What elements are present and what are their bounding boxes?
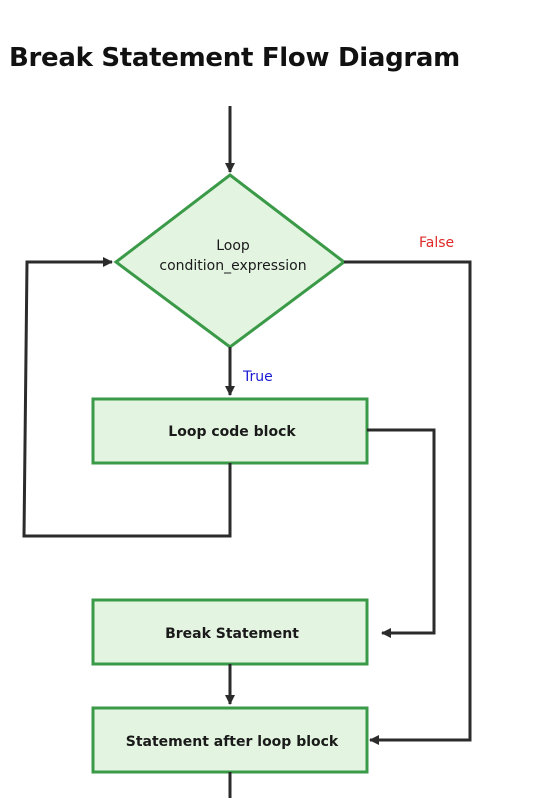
- decision-label-line2: condition_expression: [159, 258, 306, 274]
- decision-label-line1: Loop: [216, 238, 250, 254]
- break-statement-label: Break Statement: [165, 626, 299, 642]
- false-arrow: [344, 260, 472, 745]
- false-label: False: [419, 235, 454, 251]
- loop-code-block-label: Loop code block: [168, 424, 296, 440]
- break-arrow: [367, 428, 436, 638]
- diagram-title: Break Statement Flow Diagram: [9, 43, 460, 73]
- loop-back-arrow: [22, 257, 232, 538]
- true-label: True: [242, 369, 273, 385]
- after-loop-label: Statement after loop block: [126, 734, 339, 750]
